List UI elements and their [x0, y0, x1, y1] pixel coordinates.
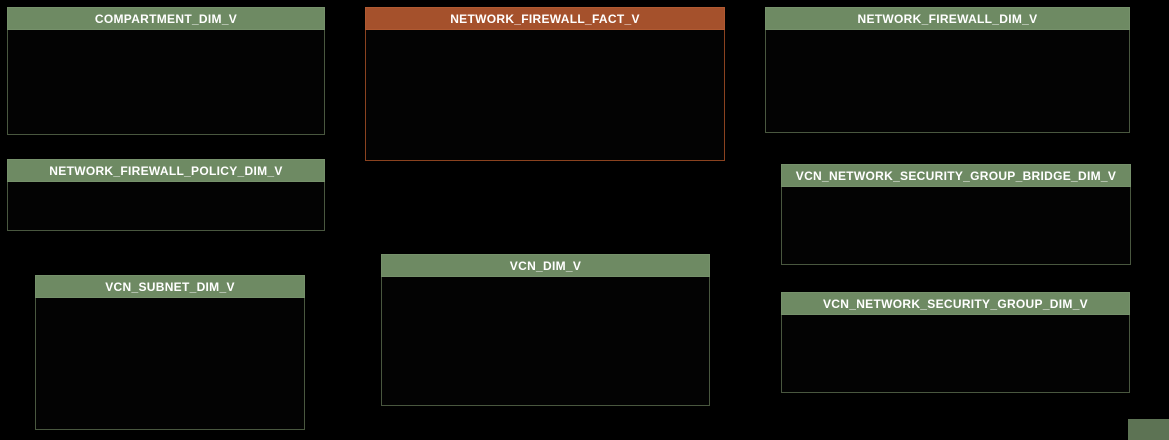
table-compartment-dim-v[interactable]: COMPARTMENT_DIM_V	[7, 7, 325, 135]
table-vcn-dim-v[interactable]: VCN_DIM_V	[381, 254, 710, 406]
table-network-firewall-dim-v[interactable]: NETWORK_FIREWALL_DIM_V	[765, 7, 1130, 133]
table-title: NETWORK_FIREWALL_POLICY_DIM_V	[49, 163, 283, 178]
table-title: NETWORK_FIREWALL_DIM_V	[857, 11, 1038, 26]
table-body	[781, 187, 1131, 265]
table-header[interactable]: NETWORK_FIREWALL_FACT_V	[365, 7, 725, 30]
table-title: VCN_DIM_V	[509, 258, 582, 273]
table-header[interactable]: COMPARTMENT_DIM_V	[7, 7, 325, 30]
table-header[interactable]: NETWORK_FIREWALL_DIM_V	[765, 7, 1130, 30]
table-header[interactable]: VCN_NETWORK_SECURITY_GROUP_DIM_V	[781, 292, 1130, 315]
table-body	[7, 182, 325, 231]
table-header[interactable]: NETWORK_FIREWALL_POLICY_DIM_V	[7, 159, 325, 182]
table-body	[7, 30, 325, 135]
table-vcn-subnet-dim-v[interactable]: VCN_SUBNET_DIM_V	[35, 275, 305, 430]
table-body	[781, 315, 1130, 393]
cutoff-table-fragment	[1128, 419, 1169, 440]
table-vcn-network-security-group-dim-v[interactable]: VCN_NETWORK_SECURITY_GROUP_DIM_V	[781, 292, 1130, 393]
table-title: COMPARTMENT_DIM_V	[94, 11, 238, 26]
table-body	[765, 30, 1130, 133]
table-header[interactable]: VCN_SUBNET_DIM_V	[35, 275, 305, 298]
table-title: VCN_NETWORK_SECURITY_GROUP_DIM_V	[823, 296, 1088, 311]
table-header[interactable]: VCN_DIM_V	[381, 254, 710, 277]
table-body	[381, 277, 710, 406]
table-title: VCN_SUBNET_DIM_V	[105, 279, 235, 294]
table-header[interactable]: VCN_NETWORK_SECURITY_GROUP_BRIDGE_DIM_V	[781, 164, 1131, 187]
table-title: VCN_NETWORK_SECURITY_GROUP_BRIDGE_DIM_V	[795, 168, 1117, 183]
table-network-firewall-fact-v[interactable]: NETWORK_FIREWALL_FACT_V	[365, 7, 725, 161]
table-body	[365, 30, 725, 161]
table-body	[35, 298, 305, 430]
table-vcn-network-security-group-bridge-dim-v[interactable]: VCN_NETWORK_SECURITY_GROUP_BRIDGE_DIM_V	[781, 164, 1131, 265]
table-title: NETWORK_FIREWALL_FACT_V	[450, 11, 640, 26]
table-network-firewall-policy-dim-v[interactable]: NETWORK_FIREWALL_POLICY_DIM_V	[7, 159, 325, 231]
